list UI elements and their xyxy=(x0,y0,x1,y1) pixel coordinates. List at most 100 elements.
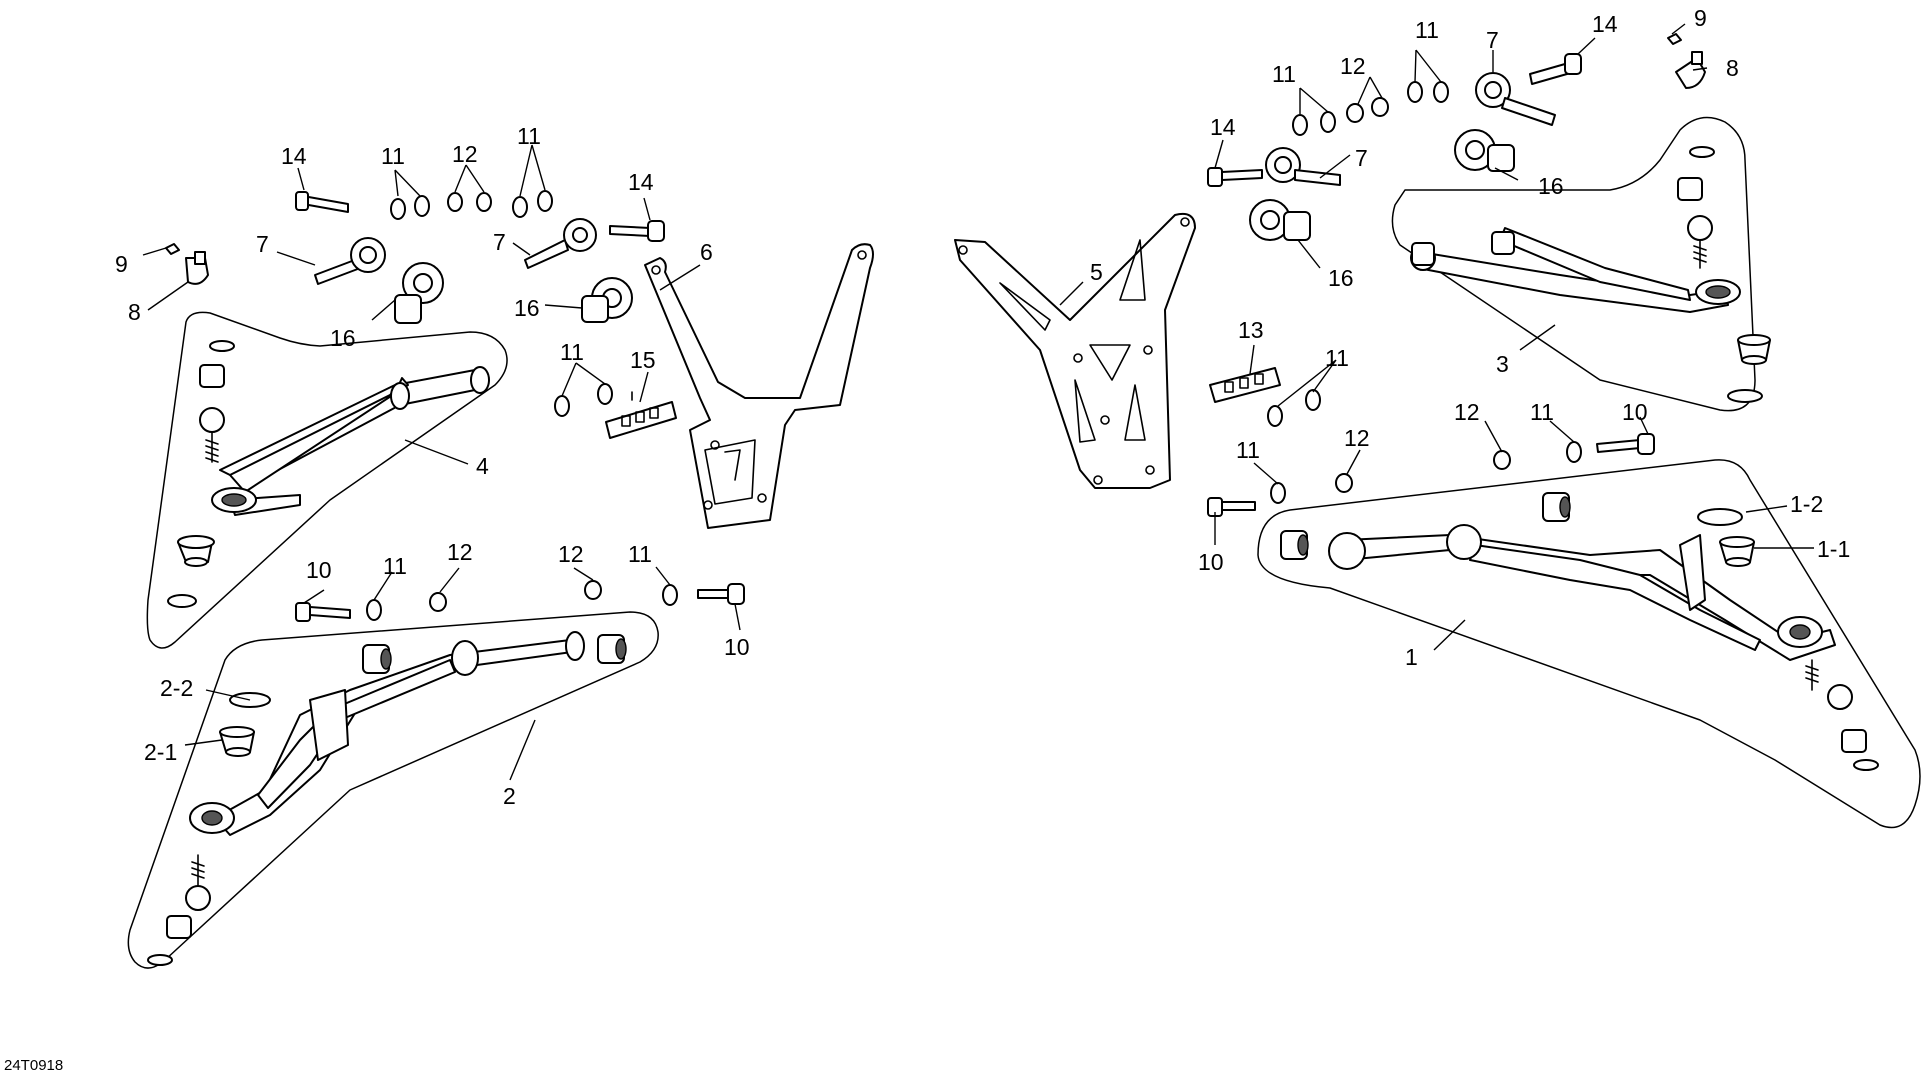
ball-joint-16-right-b xyxy=(1249,199,1311,241)
callout-9-left: 9 xyxy=(115,251,128,277)
callout-16-left-a: 16 xyxy=(330,325,356,351)
washers-11-left-c xyxy=(554,383,613,417)
callout-16-right-a: 16 xyxy=(1538,173,1564,199)
nuts-12-left-a xyxy=(447,192,492,212)
rod-end-7-right-b xyxy=(1265,147,1341,186)
clip-8-left xyxy=(185,251,209,285)
arm-2-group-outline xyxy=(127,611,659,969)
callout-2-1: 2-1 xyxy=(144,739,177,765)
arm-4-retaining-ring xyxy=(167,594,197,608)
callout-12-right-c: 12 xyxy=(1344,425,1370,451)
arm-1-boot xyxy=(1719,536,1755,567)
leader-lines xyxy=(142,23,1814,781)
callout-11-right-e: 11 xyxy=(1236,437,1260,463)
callout-8-right: 8 xyxy=(1726,55,1739,81)
arm-3-group-outline xyxy=(1391,116,1756,412)
arm-4 xyxy=(211,366,490,516)
plate-13 xyxy=(1209,367,1281,403)
arm-4-bushing xyxy=(199,364,225,388)
arm-1-bushing-a xyxy=(1280,530,1309,560)
callout-7-right-a: 7 xyxy=(1486,27,1499,53)
callout-16-left-b: 16 xyxy=(514,295,540,321)
callout-9-right: 9 xyxy=(1694,5,1707,31)
callout-3: 3 xyxy=(1496,351,1509,377)
ball-joint-16-left-b xyxy=(581,277,633,323)
arm-3 xyxy=(1410,227,1741,313)
rod-end-7-left-b xyxy=(524,218,597,269)
bracket-5 xyxy=(954,212,1196,489)
callout-14-right-a: 14 xyxy=(1592,11,1618,37)
callout-11-left-e: 11 xyxy=(628,541,652,567)
callout-11-left-a: 11 xyxy=(381,143,405,169)
arm-1-bushing-bottom xyxy=(1841,729,1867,753)
rod-end-7-right-a xyxy=(1475,72,1556,126)
nut-12-left-b xyxy=(429,592,447,612)
arm-2 xyxy=(189,631,585,836)
bolt-14-left-b xyxy=(609,220,665,242)
callout-15: 15 xyxy=(630,347,656,373)
washers-11-right-a xyxy=(1407,81,1449,103)
callout-14-left-a: 14 xyxy=(281,143,307,169)
plate-15 xyxy=(605,391,677,439)
clip-8-right xyxy=(1675,51,1706,89)
screw-9-left xyxy=(165,243,180,255)
callout-7-right-b: 7 xyxy=(1355,145,1368,171)
arm-4-boot xyxy=(177,535,215,567)
arm-1 xyxy=(1328,524,1836,661)
washers-11-left-a xyxy=(390,195,430,220)
bolt-10-right-a xyxy=(1596,433,1655,455)
callout-13: 13 xyxy=(1238,317,1264,343)
arm-3-ball-joint xyxy=(1687,215,1713,269)
callout-11-right-c: 11 xyxy=(1325,345,1349,371)
arm-2-bushing-b xyxy=(597,634,627,664)
nut-12-right-b xyxy=(1346,103,1364,123)
callout-12-left-b: 12 xyxy=(447,539,473,565)
callout-7-left-a: 7 xyxy=(256,231,269,257)
arm-3-retaining-ring xyxy=(1727,389,1763,403)
arm-2-bottom-seal xyxy=(147,954,173,966)
washers-11-right-b xyxy=(1292,111,1336,136)
callout-2-2: 2-2 xyxy=(160,675,193,701)
callout-1-2: 1-2 xyxy=(1790,491,1823,517)
nut-12-right-c xyxy=(1493,450,1511,470)
arm-2-bushing-bottom xyxy=(166,915,192,939)
bracket-6 xyxy=(644,243,874,529)
diagram-code: 24T0918 xyxy=(4,1057,63,1074)
bolt-14-left xyxy=(295,191,349,213)
washer-11-right-e xyxy=(1270,482,1286,504)
arm-1-bushing-b xyxy=(1542,492,1571,522)
callout-5: 5 xyxy=(1090,259,1103,285)
ball-joint-16-right-a xyxy=(1454,129,1515,172)
callout-11-right-b: 11 xyxy=(1272,61,1296,87)
callout-12-right-b: 12 xyxy=(1454,399,1480,425)
washers-11-right-c xyxy=(1267,389,1321,427)
washers-11-left-b xyxy=(512,190,553,218)
arm-2-bushing-a xyxy=(362,644,392,674)
callout-10-right-a: 10 xyxy=(1622,399,1648,425)
callout-14-right-b: 14 xyxy=(1210,114,1236,140)
callout-11-right-a: 11 xyxy=(1415,17,1439,43)
callout-10-left-b: 10 xyxy=(724,634,750,660)
washer-11-left-e xyxy=(662,584,678,606)
arm-3-bushing xyxy=(1677,177,1703,201)
bolt-14-right-a xyxy=(1529,53,1582,85)
arm-1-group-outline xyxy=(1257,459,1921,829)
arm-1-ball-joint xyxy=(1805,659,1853,710)
callout-12-left-c: 12 xyxy=(558,541,584,567)
callout-11-left-b: 11 xyxy=(517,123,541,149)
nut-12-right-a xyxy=(1371,97,1389,117)
arm-3-boot xyxy=(1737,334,1771,365)
washer-11-left-d xyxy=(366,599,382,621)
arm-4-ball-joint xyxy=(199,407,225,463)
callout-16-right-b: 16 xyxy=(1328,265,1354,291)
callout-8-left: 8 xyxy=(128,299,141,325)
washer-11-right-d xyxy=(1566,441,1582,463)
arm-2-boot xyxy=(219,726,255,757)
callout-14-left-b: 14 xyxy=(628,169,654,195)
callout-10-left-a: 10 xyxy=(306,557,332,583)
arm-2-ball-joint xyxy=(185,854,211,911)
callout-11-right-d: 11 xyxy=(1530,399,1554,425)
bolt-10-left-a xyxy=(295,602,351,622)
callout-11-left-d: 11 xyxy=(383,553,407,579)
